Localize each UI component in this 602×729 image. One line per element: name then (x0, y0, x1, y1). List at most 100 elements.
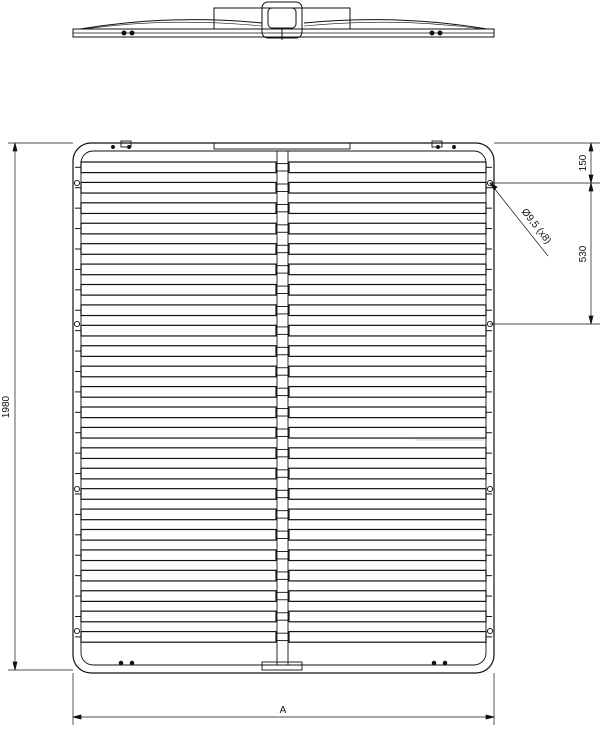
side-elevation-view (72, 1, 495, 40)
slat-left (80, 447, 277, 460)
inner-frame (80, 150, 487, 666)
slat-left (80, 365, 277, 378)
slat-right (288, 630, 487, 643)
slat-left (80, 569, 277, 582)
fixing-hole-left (73, 485, 81, 493)
slat-right (288, 324, 487, 337)
fixing-hole-left (73, 179, 81, 187)
corner-fitting-hole (129, 660, 135, 666)
slat-left (80, 610, 277, 623)
slat-center-connector (275, 244, 290, 254)
bottom-center-bracket (261, 661, 303, 671)
slat-right (288, 406, 487, 419)
slat-center-connector (275, 591, 290, 601)
side-slat-curve-left-inner (83, 21, 263, 30)
hole-leader-line (489, 182, 549, 257)
arrowhead (588, 315, 594, 325)
slat-right (288, 263, 487, 276)
slat-left (80, 324, 277, 337)
side-slat-curve-left (79, 19, 263, 30)
slat-left (80, 630, 277, 643)
arrowhead (12, 661, 18, 671)
slat-center-connector (275, 285, 290, 294)
slat-right (288, 385, 487, 398)
slat-right (288, 426, 487, 439)
slat-right (288, 243, 487, 255)
slat-right (288, 345, 487, 357)
fixing-hole-left (73, 320, 81, 328)
side-fixing-hole (129, 30, 135, 36)
outer-frame (72, 142, 495, 674)
slat-center-connector (275, 571, 290, 580)
slat-left (80, 161, 277, 174)
top-center-bracket (213, 142, 351, 150)
arrowhead (485, 714, 495, 720)
slat-right (288, 365, 487, 378)
corner-fitting-hole (431, 660, 437, 666)
slat-left (80, 508, 277, 521)
arrowhead (12, 142, 18, 152)
slat-right (288, 467, 487, 480)
slat-right (288, 202, 487, 215)
fixing-hole-right (486, 627, 494, 635)
slat-center-connector (275, 408, 290, 417)
slat-center-connector (275, 510, 290, 519)
slat-left (80, 426, 277, 439)
slat-center-connector (275, 469, 290, 478)
side-fixing-hole (121, 30, 127, 36)
slat-center-connector (275, 183, 290, 192)
slat-right (288, 161, 487, 174)
plan-view (72, 140, 495, 674)
slat-right (288, 508, 487, 521)
slat-center-connector (275, 224, 290, 233)
slat-left (80, 467, 277, 480)
slat-right (288, 447, 487, 460)
offset-dimension-label: 150 (578, 154, 589, 171)
slat-center-connector (275, 163, 290, 172)
corner-fitting-hole (442, 660, 448, 666)
side-center-bracket (213, 7, 351, 30)
slat-center-connector (275, 203, 290, 213)
slat-center-connector (275, 489, 290, 499)
slat-right (288, 181, 487, 194)
slat-center-connector (275, 326, 290, 335)
slat-right (288, 283, 487, 296)
arrowhead (588, 142, 594, 152)
slat-center-connector (275, 632, 290, 642)
slat-left (80, 222, 277, 235)
slat-center-connector (275, 367, 290, 376)
slat-center-connector (275, 448, 290, 458)
slat-right (288, 590, 487, 602)
fixing-hole-left (73, 627, 81, 635)
slat-center-connector (275, 612, 290, 621)
side-slat-curve-right-inner (303, 21, 484, 30)
slat-right (288, 528, 487, 541)
corner-fittings (111, 140, 456, 666)
arrowhead (588, 174, 594, 184)
length-dimension-label: 1980 (1, 395, 12, 418)
slat-center-connector (275, 306, 290, 315)
slat-left (80, 549, 277, 562)
slat-right (288, 222, 487, 235)
arrowhead (588, 182, 594, 192)
arrowhead (489, 182, 498, 191)
slat-center-connector (275, 530, 290, 539)
side-center-handle-inner (267, 7, 297, 29)
corner-fitting-hole (118, 660, 124, 666)
slat-left (80, 283, 277, 296)
slat-left (80, 385, 277, 398)
slat-left (80, 202, 277, 215)
slat-right (288, 304, 487, 317)
slat-right (288, 569, 487, 582)
slat-left (80, 488, 277, 500)
slat-left (80, 345, 277, 357)
slat-center-connector (275, 265, 290, 274)
corner-fitting-hole (452, 145, 456, 149)
side-fixing-hole (429, 30, 435, 36)
slat-right (288, 610, 487, 623)
slat-group (75, 161, 492, 643)
dimension-annotations (8, 142, 600, 725)
corner-fitting (431, 140, 443, 148)
arrowhead (72, 714, 82, 720)
